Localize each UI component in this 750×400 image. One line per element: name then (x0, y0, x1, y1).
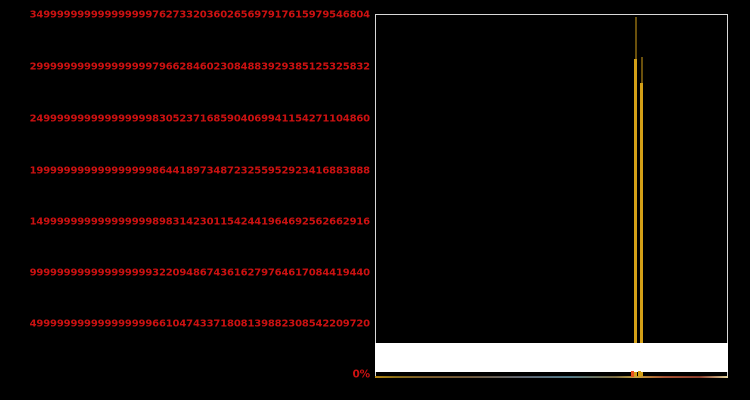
y-tick-label: 9999999999999999993220948674361627976461… (29, 267, 371, 279)
bar-b-top-segment (640, 83, 643, 377)
plot-inner (376, 15, 727, 377)
y-tick-label: 1999999999999999998644189734872325595292… (29, 165, 371, 177)
x-axis-tick-mark (638, 371, 641, 377)
x-axis-rule-ticks (375, 371, 728, 377)
y-tick-label-zero: 0% (352, 368, 370, 381)
y-tick-label: 2499999999999999998305237168590406994115… (29, 113, 371, 125)
bar-a-taper (635, 17, 636, 59)
bar-series-a (634, 17, 637, 377)
bar-a-base-segment (634, 370, 637, 377)
bar-b-taper (641, 57, 642, 83)
y-tick-label: 2999999999999999997966284602308488392938… (29, 61, 371, 73)
x-axis-tick-mark (631, 371, 634, 377)
bar-series-b (640, 57, 643, 377)
y-tick-label: 4999999999999999996610474337180813988230… (29, 318, 371, 330)
y-tick-label: 3499999999999999997627332036026569791761… (29, 9, 371, 21)
plot-area (375, 14, 728, 378)
y-tick-label: 1499999999999999998983142301154244196469… (29, 216, 371, 228)
x-axis-rule (375, 376, 728, 378)
legend-box (375, 343, 728, 372)
bar-a-top-segment (634, 59, 637, 353)
